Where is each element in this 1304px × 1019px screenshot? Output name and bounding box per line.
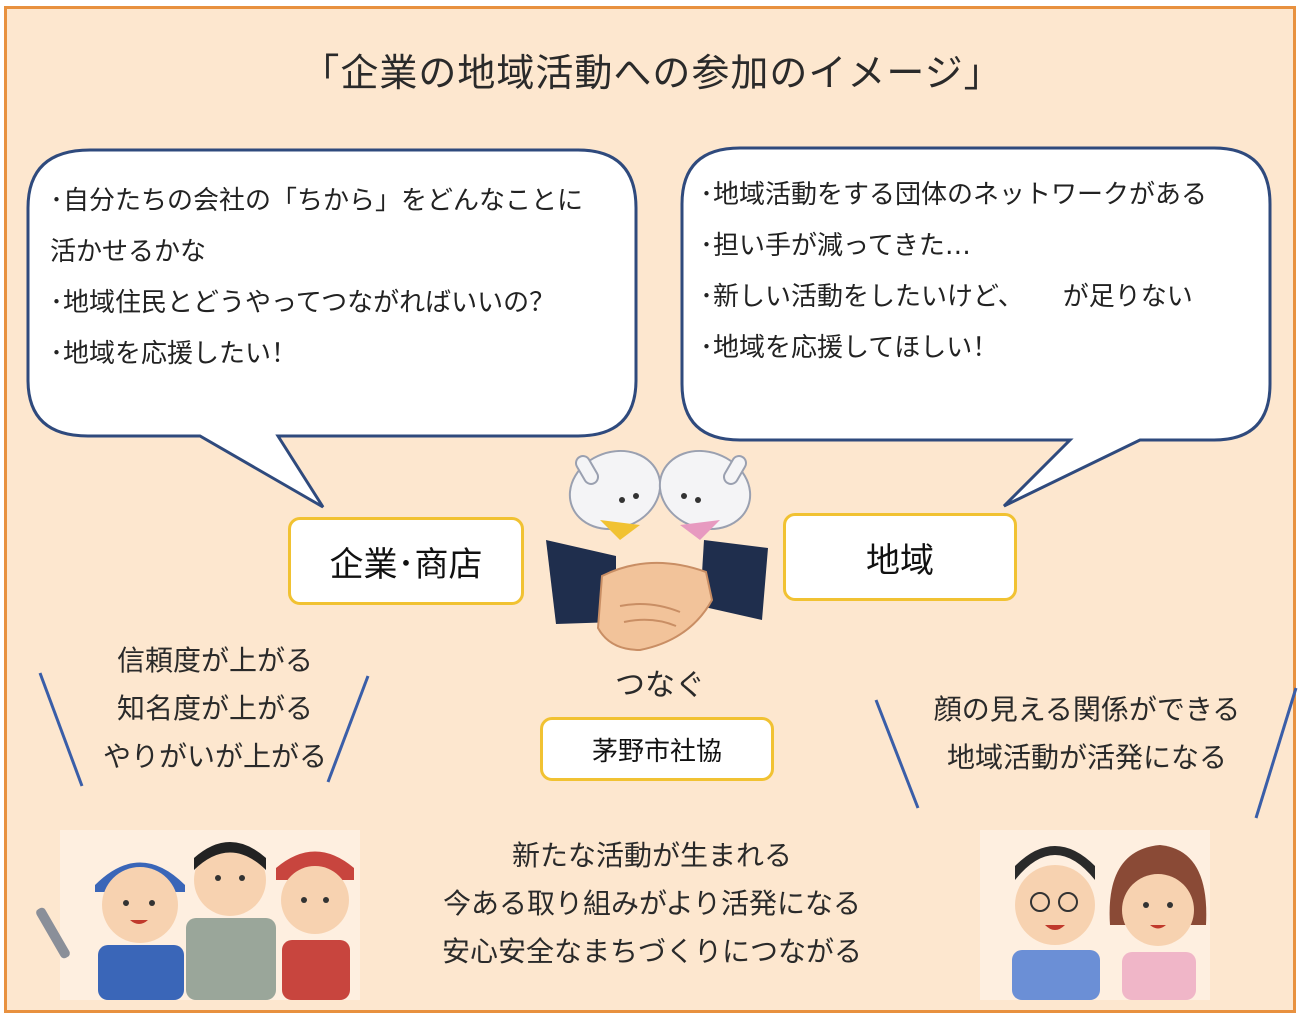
outcome-item: 今ある取り組みがより活発になる [442,887,862,920]
outcome-item: 新たな活動が生まれる [511,839,792,872]
right-bubble-text: ･地域活動をする団体のネットワークがある ･担い手が減ってきた… ･新しい活動を… [700,170,1207,374]
left-benefits: 信頼度が上がる 知名度が上がる やりがいが上がる [80,637,350,781]
right-accent-line-2 [1254,687,1298,819]
right-bubble-line: ･地域活動をする団体のネットワークがある [700,180,1208,210]
left-benefit-item: 知名度が上がる [116,692,313,725]
left-bubble-line: ･地域を応援したい！ [50,339,298,369]
outcome-item: 安心安全なまちづくりにつながる [441,935,862,968]
residents-illustration [980,830,1210,1000]
left-benefit-item: 信頼度が上がる [116,644,313,677]
left-bubble-text: ･自分たちの会社の「ちから」をどんなことに 活かせるかな ･地域住民とどうやって… [50,176,583,380]
right-bubble-line: ･新しい活動をしたいけど、 が足りない [700,282,1193,312]
mascot-gloves-illustration [568,449,752,540]
diagram-title: 「企業の地域活動への参加のイメージ」 [301,51,1003,95]
right-benefit-item: 地域活動が活発になる [946,741,1227,774]
right-benefit-item: 顔の見える関係ができる [933,693,1241,726]
handshake-illustration [546,540,768,652]
left-accent-line-2 [326,675,370,783]
region-box: 地域 [783,513,1017,601]
left-bubble-line: ･自分たちの会社の「ちから」をどんなことに [50,186,584,216]
right-bubble-line: ･担い手が減ってきた… [700,231,971,261]
left-speech-bubble [26,148,638,509]
workers-illustration [36,830,360,1000]
left-benefit-item: やりがいが上がる [102,740,327,773]
right-benefits: 顔の見える関係ができる 地域活動が活発になる [912,686,1262,782]
right-accent-line-1 [874,699,920,809]
left-accent-line-1 [38,672,84,787]
council-box: 茅野市社協 [540,717,774,781]
left-bubble-line: ･地域住民とどうやってつながればいいの？ [50,288,556,318]
right-speech-bubble [680,146,1272,508]
center-outcomes: 新たな活動が生まれる 今ある取り組みがより活発になる 安心安全なまちづくりにつな… [392,832,912,976]
connect-label: つなぐ [615,668,705,703]
company-box: 企業･商店 [288,517,524,605]
right-bubble-line: ･地域を応援してほしい！ [700,333,999,363]
left-bubble-line: 活かせるかな [50,237,207,267]
